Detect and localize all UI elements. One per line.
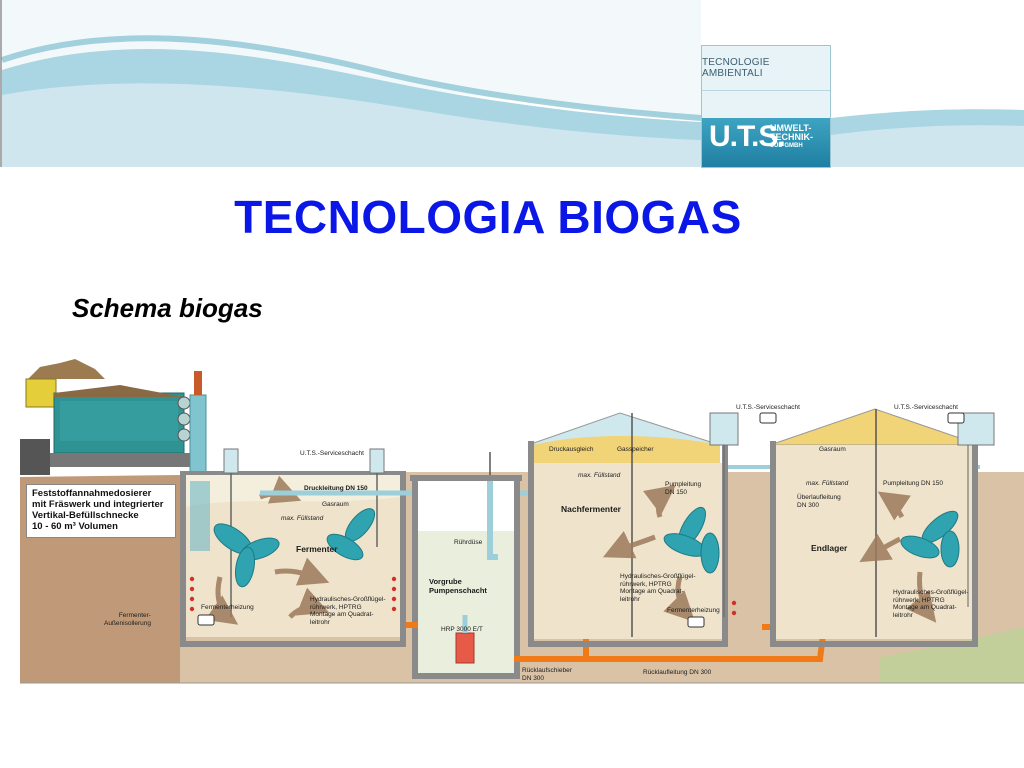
logo-brand: U.T.S. (709, 120, 786, 153)
fermenter-service-shaft-label: U.T.S.-Serviceschacht (300, 450, 364, 457)
fermenter-gas-space-label: Gasraum (322, 501, 349, 508)
pressure-balance-label: Druckausgleich (549, 446, 594, 453)
final-storage-name-label: Endlager (811, 543, 848, 553)
pre-pit-nozzle-label: Rührdüse (454, 539, 483, 546)
fermenter-heating-label: Fermenterheizung (201, 604, 254, 611)
grass (880, 627, 1024, 683)
fermenter-name-label: Fermenter (296, 544, 338, 554)
return-pipe-label: Rücklaufleitung DN 300 (643, 669, 712, 676)
final-storage-pump-pipe-label: Pumpleitung DN 150 (883, 480, 943, 487)
post-fermenter-service-shaft-label: U.T.S.-Serviceschacht (736, 404, 800, 411)
final-storage-tank (769, 408, 995, 647)
post-fermenter-pump-pipe-label: Pumpleitung DN 150 (665, 481, 702, 496)
fermenter-agitator (213, 508, 376, 588)
fermenter-tank (180, 448, 406, 647)
wave-decoration (0, 0, 1024, 169)
fermenter-max-fill-label: max. Füllstand (281, 515, 324, 522)
gas-storage-label: Gasspeicher (617, 446, 654, 453)
logo-tagline: TECNOLOGIE AMBIENTALI (702, 46, 830, 91)
logo-brand-band: U.T.S. UMWELT- TECHNIK- SÜD GMBH (702, 118, 830, 167)
fermenter-pressure-pipe-label: Druckleitung DN 150 (304, 485, 368, 492)
page-subtitle: Schema biogas (72, 293, 263, 323)
solids-feeder-infobox: Feststoffannahmedosierer mit Fräswerk un… (26, 484, 176, 538)
pre-pit (410, 452, 522, 679)
post-fermenter-heating-label: Fermenterheizung (667, 607, 720, 614)
post-fermenter-agitator (663, 506, 720, 574)
uts-logo: TECNOLOGIE AMBIENTALI U.T.S. UMWELT- TEC… (701, 45, 831, 168)
fermenter-insulation-label: Fermenter- Außenisollerung (104, 612, 151, 627)
final-storage-max-fill-label: max. Füllstand (806, 480, 849, 487)
heat-badge-icons (197, 412, 965, 628)
pre-pit-pump-label: HRP 3000 E/T (441, 626, 483, 633)
post-fermenter-flow-arrows (602, 484, 696, 623)
header-banner: TECNOLOGIE AMBIENTALI U.T.S. UMWELT- TEC… (0, 0, 1024, 170)
final-storage-agitator-label: Hydraulisches-Großflügel- rührwerk, HPTR… (893, 589, 969, 619)
page-title: TECNOLOGIA BIOGAS (234, 191, 742, 243)
post-fermenter-name-label: Nachfermenter (561, 504, 621, 514)
final-storage-agitator (900, 510, 960, 568)
pre-pit-name-label: Vorgrube Pumpenschacht (429, 577, 487, 595)
final-storage-service-shaft-label: U.T.S.-Serviceschacht (894, 404, 958, 411)
return-valve-label: Rücklaufschieber DN 300 (522, 667, 572, 682)
post-fermenter-max-fill-label: max. Füllstand (578, 472, 621, 479)
post-fermenter-agitator-label: Hydraulisches-Großflügel- rührwerk, HPTR… (620, 573, 696, 603)
final-storage-gas-space-label: Gasraum (819, 446, 846, 453)
fermenter-agitator-label: Hydraulisches-Großflügel- rührwerk, HPTR… (310, 596, 386, 626)
overflow-pipe-label: Überlaufleitung DN 300 (797, 494, 841, 509)
logo-brand-lines: UMWELT- TECHNIK- SÜD GMBH (770, 123, 813, 150)
final-storage-flow-arrows (859, 491, 937, 623)
solids-feeder (20, 359, 207, 536)
